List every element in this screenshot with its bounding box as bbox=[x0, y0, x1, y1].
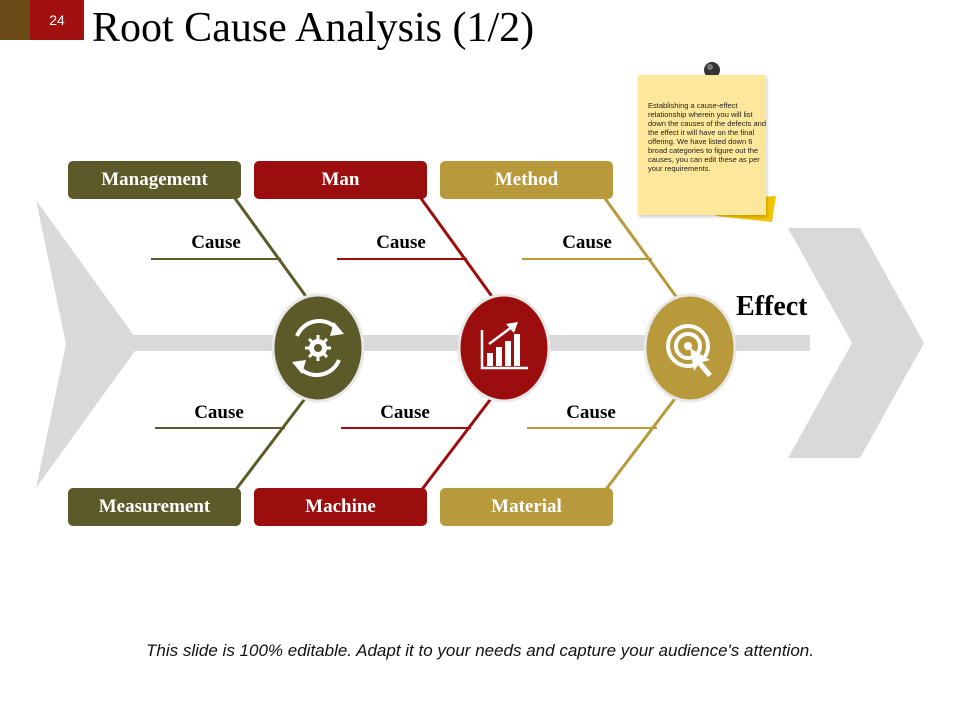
effect-label: Effect bbox=[736, 291, 808, 322]
bone-man bbox=[418, 196, 498, 303]
cause-label-bottom-1: Cause bbox=[194, 402, 244, 423]
refresh-gear-icon bbox=[271, 293, 365, 403]
bar-chart-growth-icon bbox=[457, 293, 551, 403]
bone-measurement bbox=[232, 391, 312, 493]
fish-tail bbox=[36, 200, 140, 488]
cause-label-bottom-3: Cause bbox=[566, 402, 616, 423]
slide-title: Root Cause Analysis (1/2) bbox=[92, 5, 535, 51]
sticky-note-text: Establishing a cause-effect relationship… bbox=[648, 101, 766, 173]
cause-label-top-1: Cause bbox=[191, 232, 241, 253]
category-machine: Machine bbox=[254, 488, 427, 526]
slide-tab-accent bbox=[0, 0, 30, 40]
category-management: Management bbox=[68, 161, 241, 199]
cause-label-top-3: Cause bbox=[562, 232, 612, 253]
fish-head bbox=[788, 228, 924, 458]
slide-number: 24 bbox=[30, 0, 84, 40]
category-measurement: Measurement bbox=[68, 488, 241, 526]
cause-label-bottom-2: Cause bbox=[380, 402, 430, 423]
bone-machine bbox=[418, 391, 498, 493]
category-man: Man bbox=[254, 161, 427, 199]
bone-method bbox=[602, 196, 682, 303]
bone-material bbox=[602, 391, 682, 493]
sticky-note bbox=[638, 75, 766, 215]
bone-management bbox=[232, 196, 312, 303]
category-method: Method bbox=[440, 161, 613, 199]
category-material: Material bbox=[440, 488, 613, 526]
target-cursor-icon bbox=[643, 293, 737, 403]
footer-text: This slide is 100% editable. Adapt it to… bbox=[146, 641, 814, 660]
cause-label-top-2: Cause bbox=[376, 232, 426, 253]
